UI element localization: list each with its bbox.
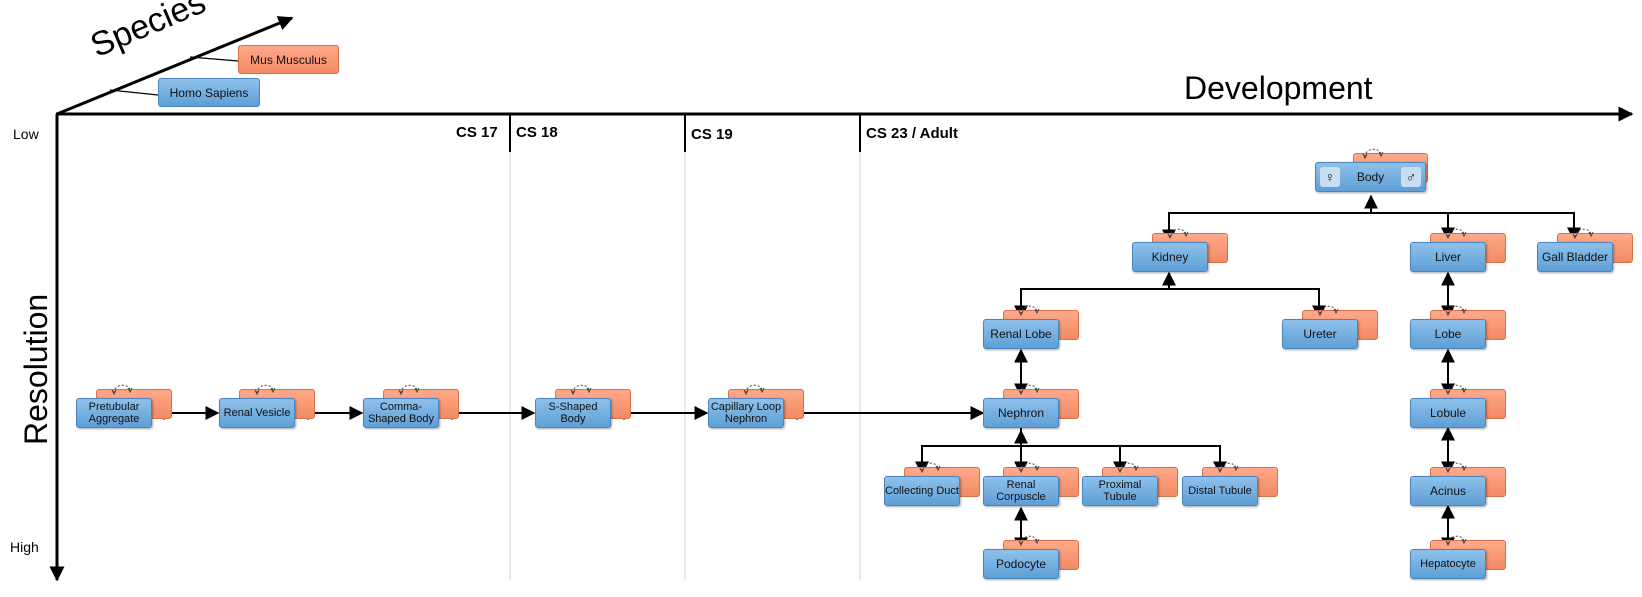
male-symbol-icon: ♂ — [1400, 167, 1421, 187]
node-label: Hepatocyte — [1410, 549, 1486, 579]
node-label: Distal Tubule — [1182, 476, 1258, 506]
female-symbol-icon: ♀ — [1320, 167, 1340, 187]
lobule-node[interactable]: Lobule — [1410, 384, 1506, 428]
legend-mus-musculus: Mus Musculus — [238, 45, 339, 74]
node-label: Proximal Tubule — [1082, 476, 1158, 506]
self-loop-icon — [1015, 302, 1043, 317]
node-label: Renal Corpuscle — [983, 476, 1059, 506]
renal-vesicle-node[interactable]: Renal Vesicle — [219, 384, 315, 428]
podocyte-node[interactable]: Podocyte — [983, 535, 1079, 579]
self-loop-icon — [108, 381, 136, 396]
gall-bladder-node[interactable]: Gall Bladder — [1537, 228, 1633, 272]
hepatocyte-node[interactable]: Hepatocyte — [1410, 535, 1506, 579]
resolution-axis-label: Resolution — [18, 293, 54, 445]
connections — [150, 194, 1581, 552]
node-label: Ureter — [1282, 319, 1358, 349]
node-label: Podocyte — [983, 549, 1059, 579]
node-label: Liver — [1410, 242, 1486, 272]
self-loop-icon — [1442, 225, 1470, 240]
self-loop-icon — [740, 381, 768, 396]
legend-leaders — [109, 56, 239, 96]
stage-label-cs18: CS 18 — [516, 124, 558, 141]
node-label: S-Shaped Body — [535, 398, 611, 428]
body-node[interactable]: ♀ Body ♂ — [1315, 148, 1428, 192]
node-label: Lobule — [1410, 398, 1486, 428]
self-loop-icon — [1015, 381, 1043, 396]
self-loop-icon — [1442, 532, 1470, 547]
self-loop-icon — [251, 381, 279, 396]
self-loop-icon — [1214, 459, 1242, 474]
stage-ticks — [509, 115, 861, 152]
self-loop-icon — [1442, 381, 1470, 396]
node-label: Lobe — [1410, 319, 1486, 349]
self-loop-icon — [1015, 532, 1043, 547]
s-shaped-body-node[interactable]: S-Shaped Body — [535, 384, 631, 428]
self-loop-icon — [1114, 459, 1142, 474]
node-label: Kidney — [1132, 242, 1208, 272]
collecting-duct-node[interactable]: Collecting Duct — [884, 462, 980, 506]
stage-label-cs19: CS 19 — [691, 126, 733, 143]
nephron-node[interactable]: Nephron — [983, 384, 1079, 428]
ureter-node[interactable]: Ureter — [1282, 305, 1378, 349]
self-loop-icon — [1314, 302, 1342, 317]
self-loop-icon — [395, 381, 423, 396]
renal-lobe-node[interactable]: Renal Lobe — [983, 305, 1079, 349]
stage-separators — [509, 140, 861, 580]
node-label: Gall Bladder — [1537, 242, 1613, 272]
self-loop-icon — [1015, 459, 1043, 474]
high-label: High — [10, 539, 39, 555]
renal-corpuscle-node[interactable]: Renal Corpuscle — [983, 462, 1079, 506]
acinus-node[interactable]: Acinus — [1410, 462, 1506, 506]
stage-label-cs17: CS 17 — [456, 124, 498, 141]
self-loop-icon — [1442, 302, 1470, 317]
kidney-node[interactable]: Kidney — [1132, 228, 1228, 272]
node-label: Collecting Duct — [884, 476, 960, 506]
self-loop-icon — [1442, 459, 1470, 474]
node-label: Nephron — [983, 398, 1059, 428]
development-axis-label: Development — [1184, 70, 1373, 106]
node-label: Pretubular Aggregate — [76, 398, 152, 428]
self-loop-icon — [1359, 145, 1387, 160]
self-loop-icon — [1164, 225, 1192, 240]
node-label: Capillary Loop Nephron — [708, 398, 784, 428]
pretubular-aggregate-node[interactable]: Pretubular Aggregate — [76, 384, 172, 428]
node-label: ♀ Body ♂ — [1315, 162, 1426, 192]
species-axis — [56, 16, 294, 116]
node-label: Renal Lobe — [983, 319, 1059, 349]
node-label: Renal Vesicle — [219, 398, 295, 428]
stage-label-cs23-adult: CS 23 / Adult — [866, 125, 958, 142]
lobe-node[interactable]: Lobe — [1410, 305, 1506, 349]
self-loop-icon — [916, 459, 944, 474]
distal-tubule-node[interactable]: Distal Tubule — [1182, 462, 1278, 506]
proximal-tubule-node[interactable]: Proximal Tubule — [1082, 462, 1178, 506]
capillary-loop-nephron-node[interactable]: Capillary Loop Nephron — [708, 384, 804, 428]
self-loop-icon — [567, 381, 595, 396]
liver-node[interactable]: Liver — [1410, 228, 1506, 272]
node-label: Acinus — [1410, 476, 1486, 506]
axes — [49, 16, 1634, 582]
comma-shaped-body-node[interactable]: Comma-Shaped Body — [363, 384, 459, 428]
body-label: Body — [1356, 170, 1385, 184]
low-label: Low — [13, 126, 39, 142]
node-label: Comma-Shaped Body — [363, 398, 439, 428]
self-loop-icon — [1569, 225, 1597, 240]
legend-homo-sapiens: Homo Sapiens — [158, 78, 260, 107]
